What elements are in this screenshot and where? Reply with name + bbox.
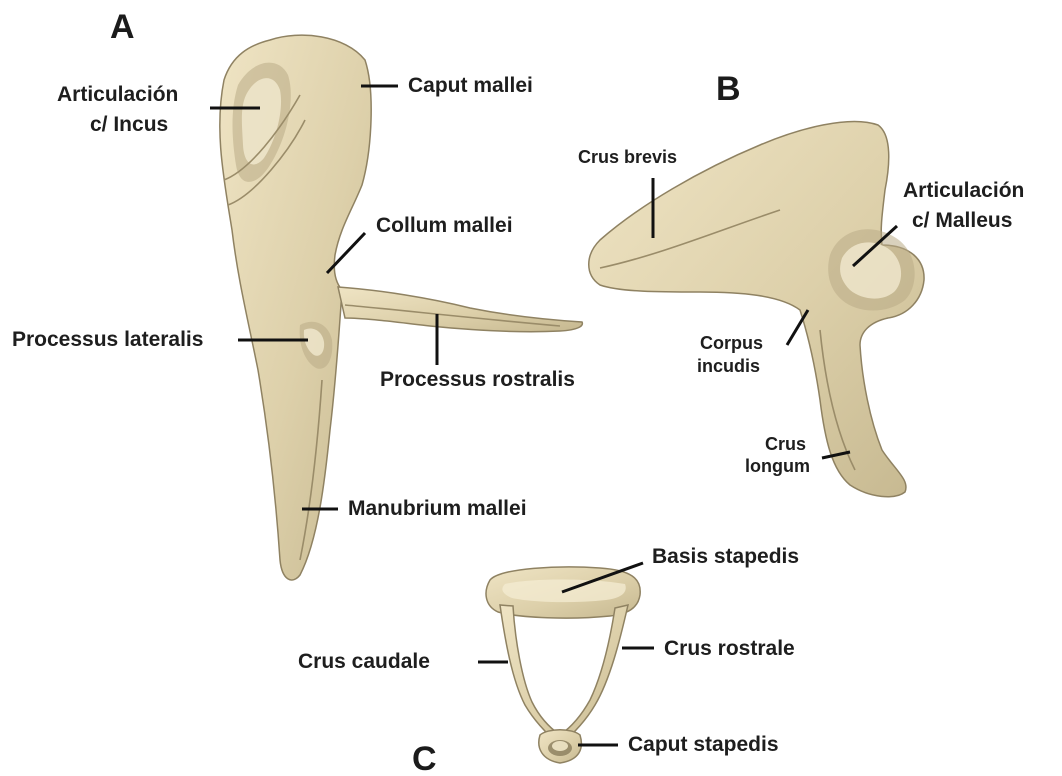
label-collum-mallei: Collum mallei: [376, 214, 513, 237]
label-caput-stapedis: Caput stapedis: [628, 733, 779, 756]
label-articulacion-incus-line1: Articulación: [57, 83, 178, 106]
label-crus-rostrale: Crus rostrale: [664, 637, 795, 660]
label-caput-mallei: Caput mallei: [408, 74, 533, 97]
label-crus-caudale: Crus caudale: [298, 650, 430, 673]
label-processus-rostralis: Processus rostralis: [380, 368, 575, 391]
label-crus-longum-line2: longum: [745, 456, 810, 476]
label-corpus-incudis-line2: incudis: [697, 356, 760, 376]
label-articulacion-incus-line2: c/ Incus: [90, 113, 168, 136]
label-articulacion-malleus-line2: c/ Malleus: [912, 209, 1012, 232]
label-crus-longum-line1: Crus: [765, 434, 806, 454]
label-processus-lateralis: Processus lateralis: [12, 328, 203, 351]
label-articulacion-malleus-line1: Articulación: [903, 179, 1024, 202]
stapes-illustration: [486, 567, 640, 763]
panel-c-letter: C: [412, 740, 437, 776]
label-corpus-incudis-line1: Corpus: [700, 333, 763, 353]
label-basis-stapedis: Basis stapedis: [652, 545, 799, 568]
label-manubrium-mallei: Manubrium mallei: [348, 497, 527, 520]
panel-b-letter: B: [716, 70, 741, 108]
incus-illustration: [589, 122, 924, 497]
label-crus-brevis: Crus brevis: [578, 147, 677, 167]
panel-a-letter: A: [110, 8, 135, 46]
